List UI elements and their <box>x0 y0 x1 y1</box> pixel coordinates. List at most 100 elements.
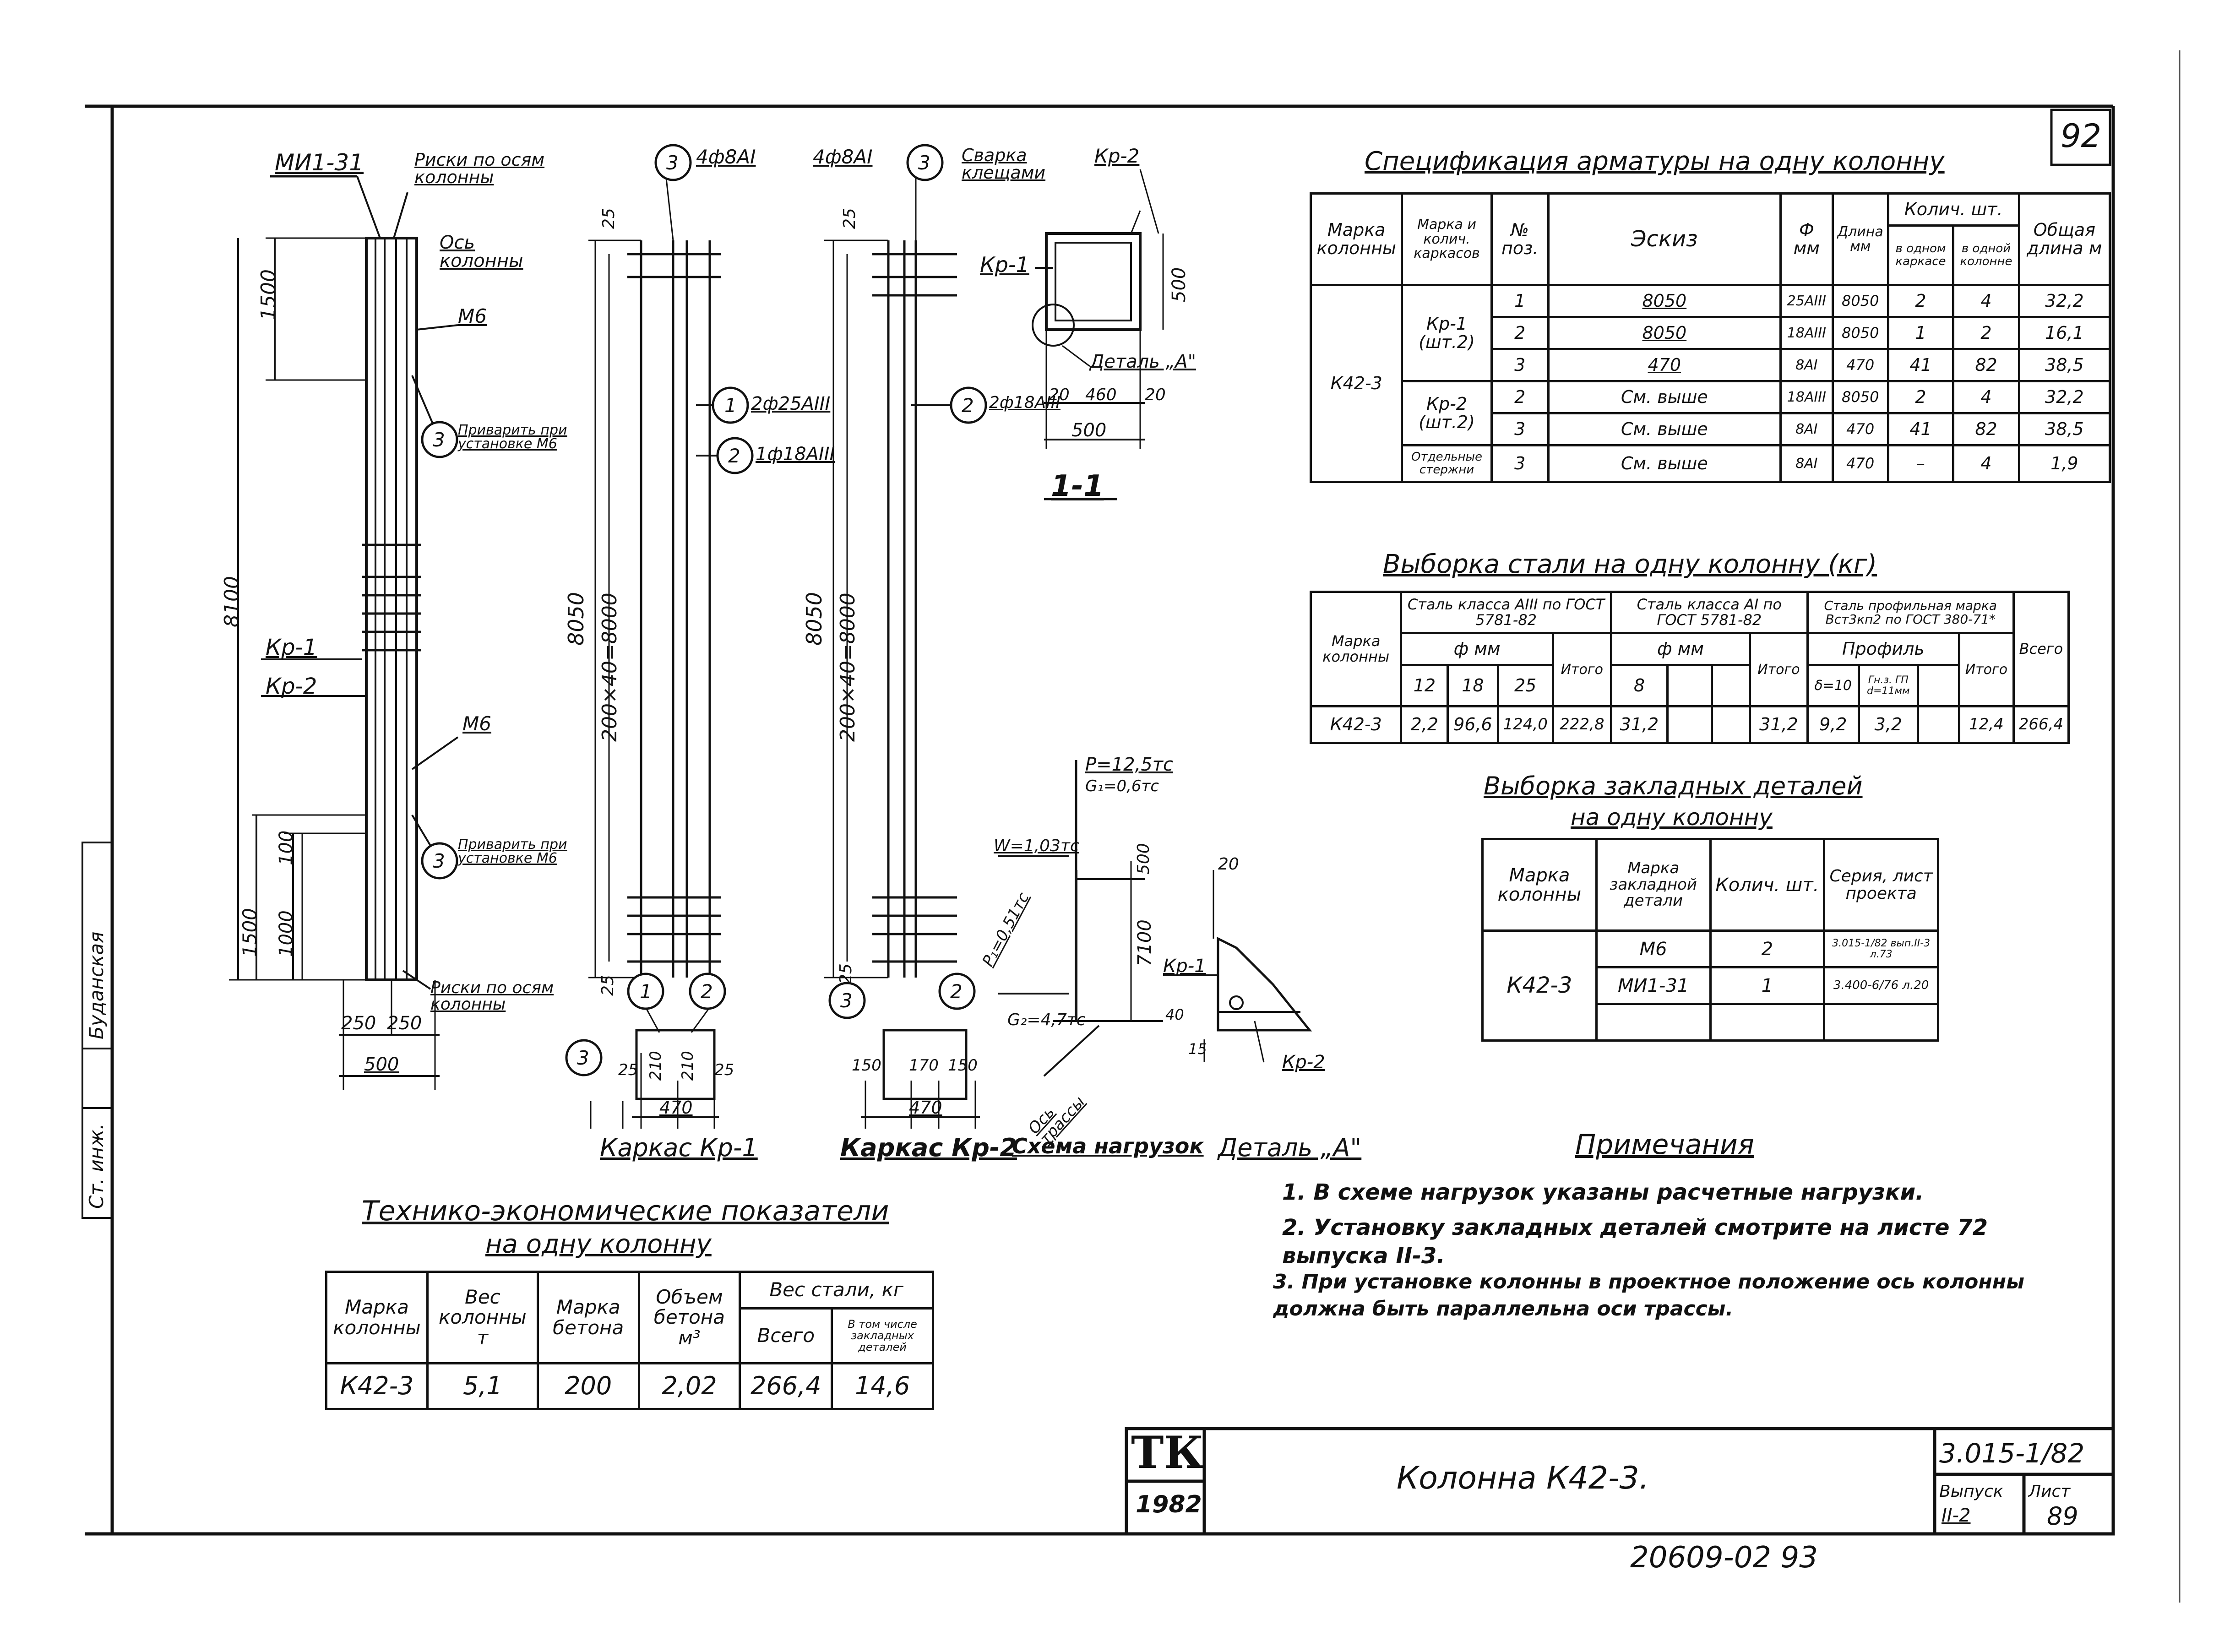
callout-number: 3 <box>666 152 679 174</box>
embed-qty: 1 <box>1709 966 1826 1005</box>
load-w: W=1,03тс <box>994 837 1079 855</box>
spec-frame: Отдельные стержни <box>1401 444 1493 483</box>
tech-concrete: 200 <box>536 1362 640 1410</box>
tech-h-volume: Объем бетона м³ <box>637 1271 741 1364</box>
load-g2: G₂=4,7тс <box>1007 1011 1086 1029</box>
title-block-year: 1982 <box>1136 1491 1202 1518</box>
section-kr1: Кр-1 <box>980 252 1029 277</box>
section-d20a: 20 <box>1049 386 1070 404</box>
callout-number: 2 <box>728 445 740 467</box>
spec-h-qty-column: в одной колонне <box>1952 224 2020 286</box>
spec-qf: 2 <box>1887 380 1955 414</box>
detail-d40: 40 <box>1165 1006 1184 1023</box>
callout-circle <box>716 437 754 474</box>
callout-circle <box>906 144 944 181</box>
note-item-2: 2. Установку закладных деталей смотрите … <box>1282 1215 1988 1269</box>
kr1-top-label: 4ф8АI <box>696 146 756 168</box>
spec-dia: 8АI <box>1779 348 1834 382</box>
steel-v12: 2,2 <box>1400 705 1449 744</box>
spec-dia: 18АIII <box>1779 380 1834 414</box>
spec-sketch: 8050 <box>1547 284 1782 318</box>
column-m6-top: М6 <box>458 305 487 327</box>
spec-h-mark: Марка колонны <box>1309 192 1403 286</box>
steel-h-d25: 25 <box>1496 664 1554 707</box>
callout-circle <box>421 421 458 458</box>
section-kr2: Кр-2 <box>1094 145 1140 167</box>
spec-sketch: См. выше <box>1547 380 1782 414</box>
spec-sketch: 470 <box>1547 348 1782 382</box>
tech-h-concrete: Марка бетона <box>536 1271 640 1364</box>
spec-h-mark-qty: Марка и колич. каркасов <box>1401 192 1493 286</box>
embed-h-series: Серия, лист проекта <box>1823 838 1939 932</box>
detail-d15: 15 <box>1188 1040 1207 1058</box>
steel-p2: 3,2 <box>1857 705 1919 744</box>
tech-h-steel-group: Вес стали, кг <box>739 1271 934 1310</box>
steel-h-class-a1: Сталь класса АI по ГОСТ 5781-82 <box>1610 591 1809 634</box>
embed-table: Марка колонны Марка закладной детали Кол… <box>1481 838 1939 1042</box>
spec-pos: 1 <box>1490 284 1550 318</box>
spec-length: 8050 <box>1831 284 1889 318</box>
section-d500: 500 <box>1071 420 1107 441</box>
weld-note-bottom: Приварить при установке М6 <box>458 837 567 866</box>
spec-pos: 3 <box>1490 412 1550 446</box>
spec-length: 8050 <box>1831 316 1889 350</box>
steel-h-phi: ф мм <box>1400 632 1554 666</box>
steel-h-grand: Всего <box>2012 591 2070 707</box>
kr2-top-label: 4ф8АI <box>813 146 873 168</box>
embed-column-mark: К42-3 <box>1481 929 1598 1042</box>
kr2-d170: 170 <box>909 1056 939 1075</box>
steel-h-total2: Итого <box>1749 632 1809 707</box>
load-g1: G₁=0,6тс <box>1085 777 1159 795</box>
spec-table: Марка колонны Марка и колич. каркасов № … <box>1309 192 2111 483</box>
spec-h-qty-frame: в одном каркасе <box>1887 224 1955 286</box>
kr2-d470: 470 <box>909 1098 942 1118</box>
spec-length: 470 <box>1831 348 1889 382</box>
callout-number: 1 <box>640 980 652 1003</box>
callout-circle <box>689 973 726 1010</box>
callout-circle <box>828 982 866 1019</box>
callout-circle <box>938 973 976 1010</box>
steel-h-d8: 8 <box>1610 664 1669 707</box>
spec-length: 470 <box>1831 444 1889 483</box>
load-caption: Схема нагрузок <box>1012 1134 1204 1158</box>
callout-number: 2 <box>701 980 713 1003</box>
steel-h-mark: Марка колонны <box>1309 591 1403 707</box>
steel-h-d18: 18 <box>1447 664 1499 707</box>
tech-table-title: Технико-экономические показатели <box>362 1195 889 1227</box>
page-number: 92 <box>2061 117 2102 155</box>
dim-250b: 250 <box>387 1013 422 1034</box>
embed-detail: МИ1-31 <box>1595 966 1712 1005</box>
steel-v18: 96,6 <box>1447 705 1499 744</box>
kr2-caption: Каркас Кр-2 <box>840 1133 1017 1162</box>
embed-table-subtitle: на одну колонну <box>1571 804 1773 831</box>
callout-circle <box>565 1039 603 1076</box>
tech-h-total: Всего <box>739 1307 833 1364</box>
callout-number: 3 <box>840 989 853 1012</box>
note-item-1: 1. В схеме нагрузок указаны расчетные на… <box>1282 1179 1924 1205</box>
dim-500: 500 <box>364 1054 399 1075</box>
column-top-mark: МИ1-31 <box>275 149 364 176</box>
tech-h-incl: В том числе закладных деталей <box>831 1307 934 1364</box>
tech-h-mark: Марка колонны <box>325 1271 429 1364</box>
column-risk-bottom: Риски по осям колонны <box>430 978 554 1014</box>
spec-qc: 4 <box>1952 284 2020 318</box>
callout-number: 3 <box>577 1047 589 1069</box>
embed-h-qty: Колич. шт. <box>1709 838 1826 932</box>
kr1-d25a: 25 <box>618 1061 638 1079</box>
embed-table-title: Выборка закладных деталей <box>1484 772 1863 800</box>
spec-sketch: См. выше <box>1547 412 1782 446</box>
steel-h-d12: 12 <box>1400 664 1449 707</box>
embed-series: 3.015-1/82 вып.II-3 л.73 <box>1823 929 1939 968</box>
callout-number: 3 <box>433 429 445 451</box>
steel-t1: 222,8 <box>1551 705 1612 744</box>
callout-number: 3 <box>433 850 445 872</box>
spec-h-dia: Ф мм <box>1779 192 1834 286</box>
title-block-sheet-label: Лист <box>2029 1482 2071 1501</box>
spec-qf: 41 <box>1887 348 1955 382</box>
column-m6-bottom: М6 <box>462 712 491 735</box>
spec-pos: 2 <box>1490 316 1550 350</box>
spec-dia: 8АI <box>1779 444 1834 483</box>
tech-volume: 2,02 <box>637 1362 741 1410</box>
tech-table: Марка колонны Вес колонны т Марка бетона… <box>325 1271 934 1410</box>
steel-mark: К42-3 <box>1309 705 1403 744</box>
